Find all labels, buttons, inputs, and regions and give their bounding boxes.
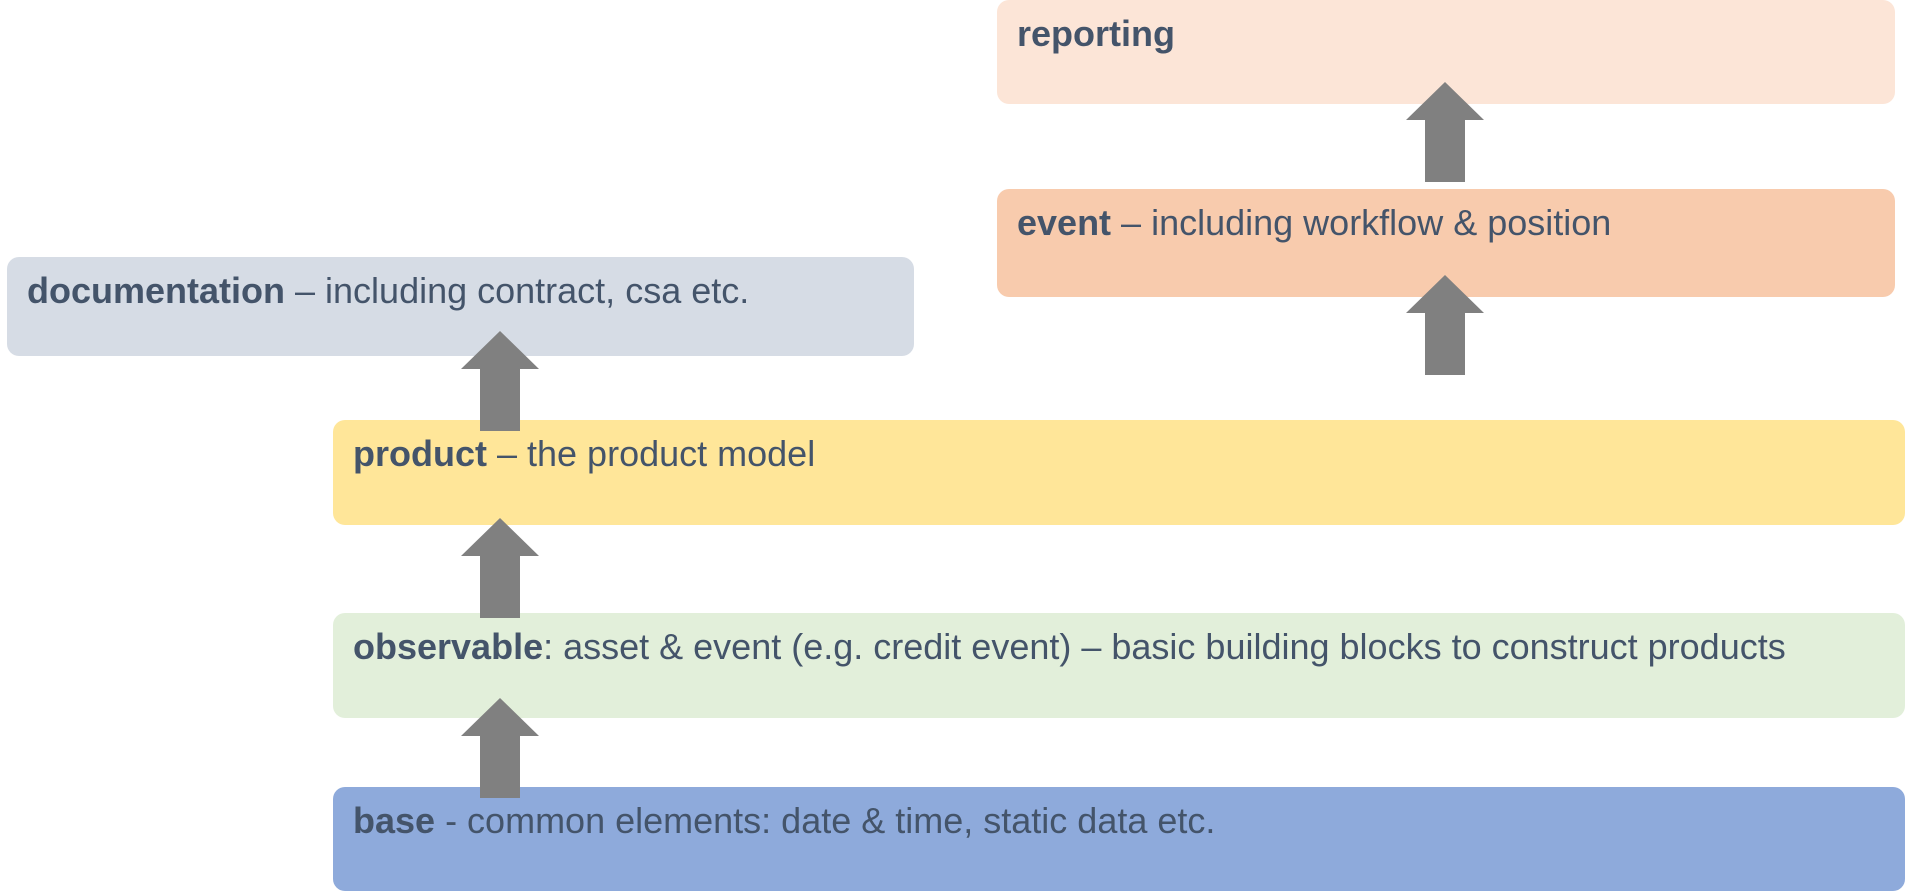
event-layer-box: event – including workflow & position bbox=[997, 189, 1895, 297]
event-layer-description: – including workflow & position bbox=[1111, 202, 1612, 243]
up-arrow-icon bbox=[1406, 82, 1484, 182]
base-layer-box: base - common elements: date & time, sta… bbox=[333, 787, 1905, 891]
arrow-observable-to-product bbox=[461, 518, 539, 618]
event-layer-keyword: event bbox=[1017, 202, 1112, 243]
reporting-layer-keyword: reporting bbox=[1017, 13, 1175, 54]
documentation-layer-box: documentation – including contract, csa … bbox=[7, 257, 914, 356]
product-layer-keyword: product bbox=[353, 433, 487, 474]
observable-layer-box: observable: asset & event (e.g. credit e… bbox=[333, 613, 1905, 718]
documentation-layer-keyword: documentation bbox=[27, 270, 285, 311]
arrow-product-to-event bbox=[1406, 275, 1484, 375]
up-arrow-icon bbox=[461, 518, 539, 618]
up-arrow-icon bbox=[461, 331, 539, 431]
arrow-event-to-reporting bbox=[1406, 82, 1484, 182]
up-arrow-icon bbox=[461, 698, 539, 798]
base-layer-keyword: base bbox=[353, 800, 436, 841]
product-layer-box: product – the product model bbox=[333, 420, 1905, 525]
product-layer-description: – the product model bbox=[486, 433, 816, 474]
observable-layer-description: : asset & event (e.g. credit event) – ba… bbox=[543, 626, 1786, 667]
observable-layer-keyword: observable bbox=[353, 626, 544, 667]
arrow-base-to-observable bbox=[461, 698, 539, 798]
arrow-product-to-documentation bbox=[461, 331, 539, 431]
base-layer-description: - common elements: date & time, static d… bbox=[435, 800, 1216, 841]
documentation-layer-description: – including contract, csa etc. bbox=[285, 270, 750, 311]
up-arrow-icon bbox=[1406, 275, 1484, 375]
